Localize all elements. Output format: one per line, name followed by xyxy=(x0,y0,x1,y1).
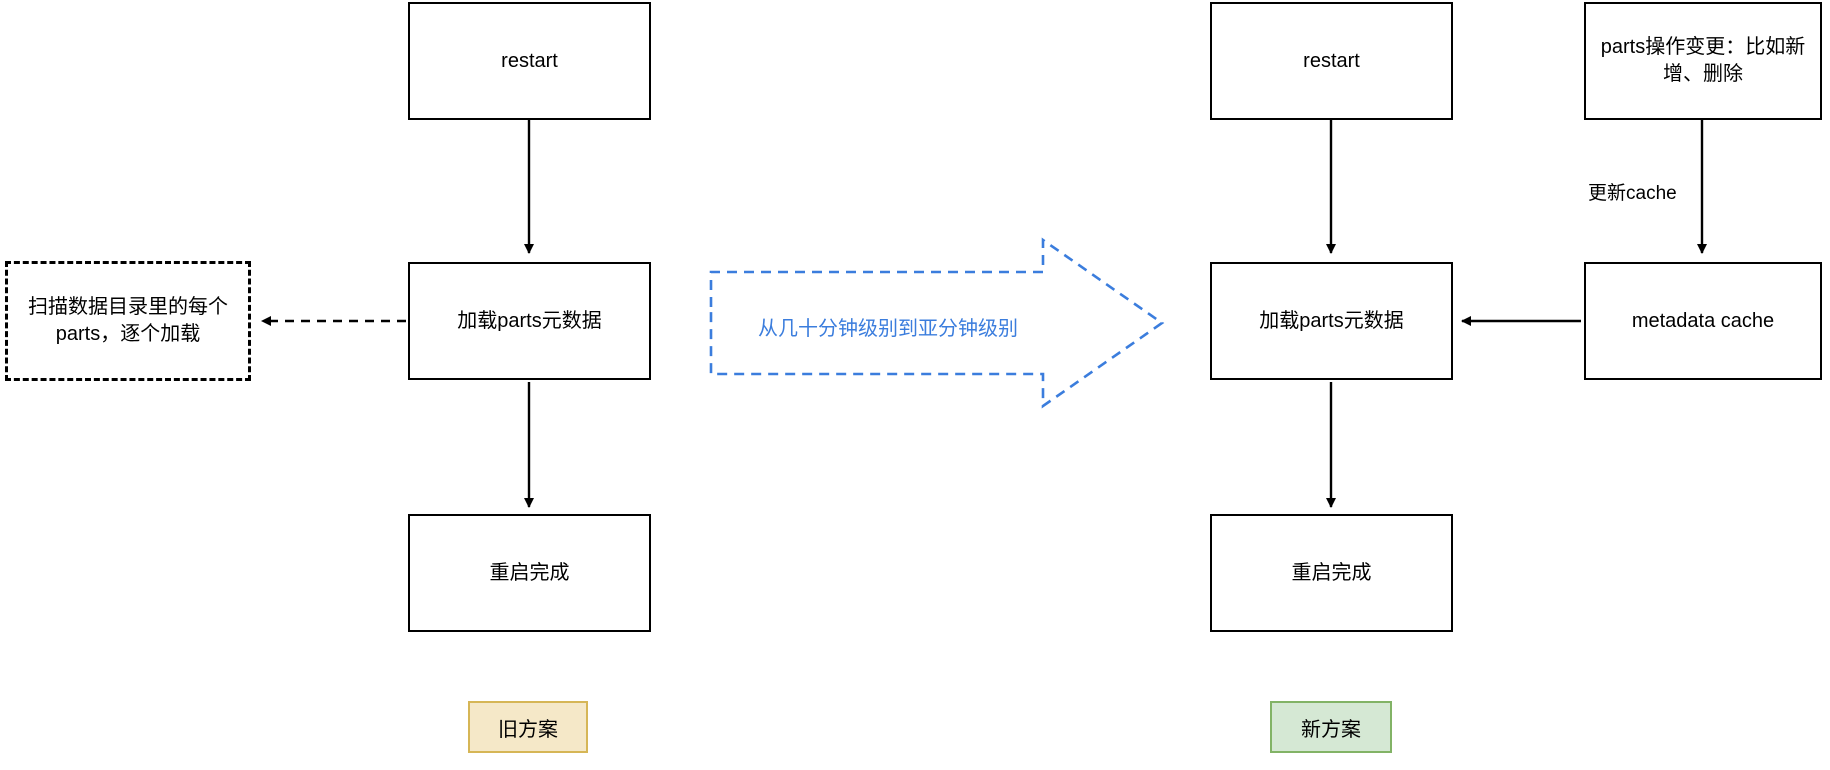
node-right-metadata-cache-label: metadata cache xyxy=(1631,309,1775,332)
edge-label-update-cache: 更新cache xyxy=(1588,178,1677,205)
node-right-load-parts-meta-label: 加载parts元数据 xyxy=(1259,309,1404,332)
node-left-scan-note-label: 扫描数据目录里的每个parts，逐个加载 xyxy=(28,296,228,345)
node-right-parts-change-label: parts操作变更：比如新增、删除 xyxy=(1600,36,1806,85)
node-left-load-parts-meta-label: 加载parts元数据 xyxy=(457,309,602,332)
node-right-parts-change[interactable]: parts操作变更：比如新增、删除 xyxy=(1584,2,1822,120)
node-left-load-parts-meta[interactable]: 加载parts元数据 xyxy=(408,262,651,380)
node-right-restart-label: restart xyxy=(1303,49,1360,72)
node-right-restart-done[interactable]: 重启完成 xyxy=(1210,514,1453,632)
badge-old-scheme[interactable]: 旧方案 xyxy=(468,701,588,753)
transition-arrow-label: 从几十分钟级别到亚分钟级别 xyxy=(718,312,1058,341)
node-left-restart-done[interactable]: 重启完成 xyxy=(408,514,651,632)
node-right-load-parts-meta[interactable]: 加载parts元数据 xyxy=(1210,262,1453,380)
badge-old-scheme-label: 旧方案 xyxy=(498,718,558,741)
edge-label-update-cache-text: 更新cache xyxy=(1588,183,1677,204)
badge-new-scheme-label: 新方案 xyxy=(1301,718,1361,741)
node-left-restart-done-label: 重启完成 xyxy=(489,561,570,584)
node-left-scan-note[interactable]: 扫描数据目录里的每个parts，逐个加载 xyxy=(5,261,251,381)
badge-new-scheme[interactable]: 新方案 xyxy=(1270,701,1392,753)
node-right-restart[interactable]: restart xyxy=(1210,2,1453,120)
node-right-restart-done-label: 重启完成 xyxy=(1291,561,1372,584)
node-left-restart[interactable]: restart xyxy=(408,2,651,120)
node-left-restart-label: restart xyxy=(501,49,558,72)
transition-arrow-text: 从几十分钟级别到亚分钟级别 xyxy=(758,318,1018,340)
node-right-metadata-cache[interactable]: metadata cache xyxy=(1584,262,1822,380)
